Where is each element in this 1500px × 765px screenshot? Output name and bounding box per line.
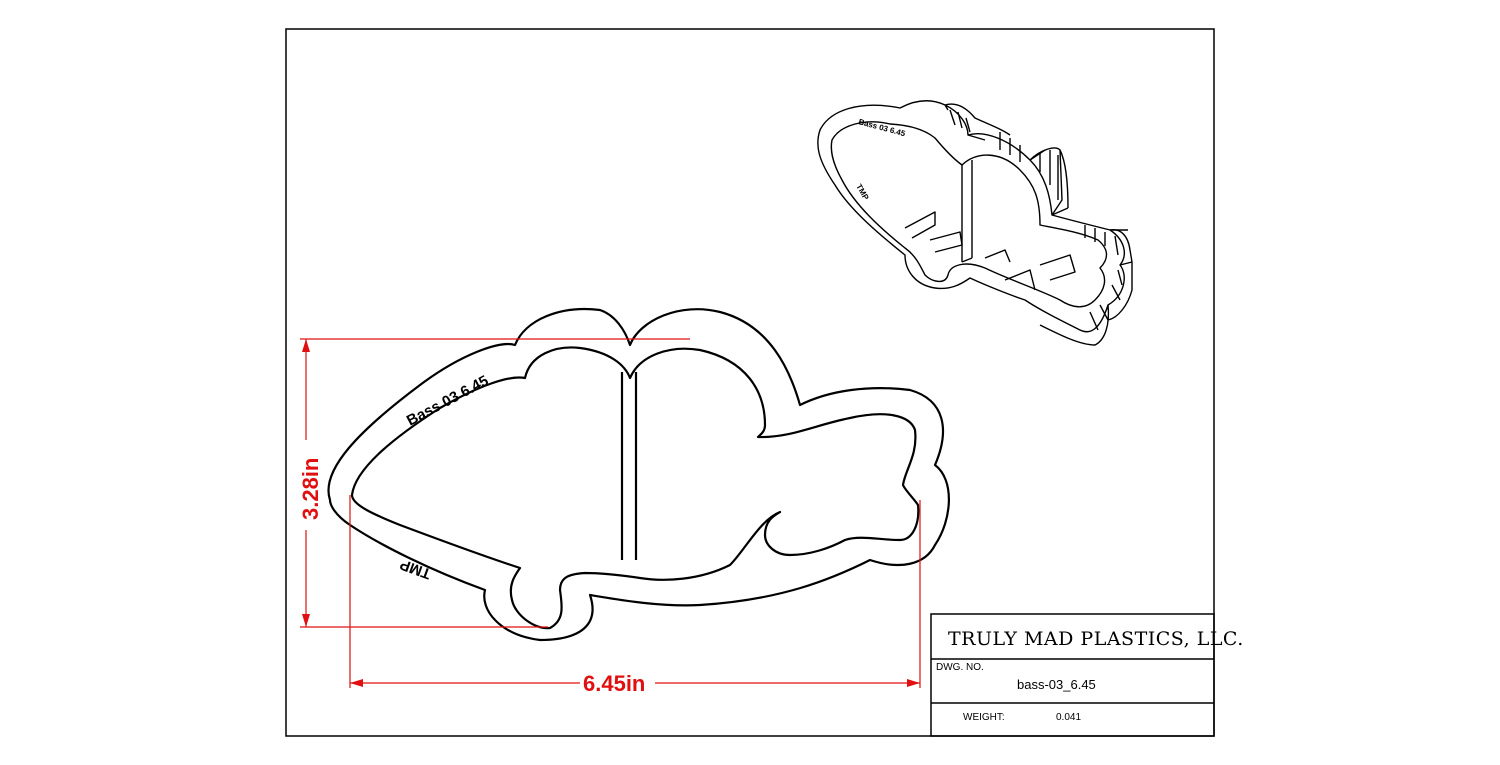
title-block-dwg-no-value: bass-03_6.45 — [1017, 677, 1096, 692]
sheet-border — [285, 28, 1215, 737]
iso-depth-hatching — [949, 109, 1123, 331]
engraving-maker-mark: TMP — [398, 555, 434, 582]
height-dimension — [300, 338, 690, 628]
engraving-main-text: Bass 03 6.45 — [404, 372, 492, 429]
isometric-view — [817, 100, 1133, 346]
width-dimension-label: 6.45in — [583, 671, 645, 696]
iso-divider — [961, 160, 973, 263]
iso-depth-edges — [944, 103, 1133, 321]
title-block — [930, 613, 1215, 737]
title-block-weight-value: 0.041 — [1056, 712, 1081, 723]
top-view — [327, 308, 950, 642]
cutter-inner-outline — [350, 346, 920, 630]
iso-inner-walls — [904, 211, 1076, 291]
cutter-outer-outline — [327, 308, 950, 642]
width-dimension — [349, 495, 921, 688]
iso-engraving-main-text: Bass 03 6.45 — [857, 117, 906, 138]
iso-engraving-maker-mark: TMP — [854, 183, 871, 203]
height-dimension-label: 3.28in — [298, 458, 323, 520]
title-block-company: TRULY MAD PLASTICS, LLC. — [948, 628, 1244, 650]
iso-outer-bottom — [1039, 304, 1110, 346]
iso-depth-right — [944, 104, 1133, 266]
title-block-weight-label: WEIGHT: — [963, 712, 1005, 723]
title-block-dwg-no-label: DWG. NO. — [936, 662, 984, 673]
iso-inner-outline — [830, 121, 1108, 308]
